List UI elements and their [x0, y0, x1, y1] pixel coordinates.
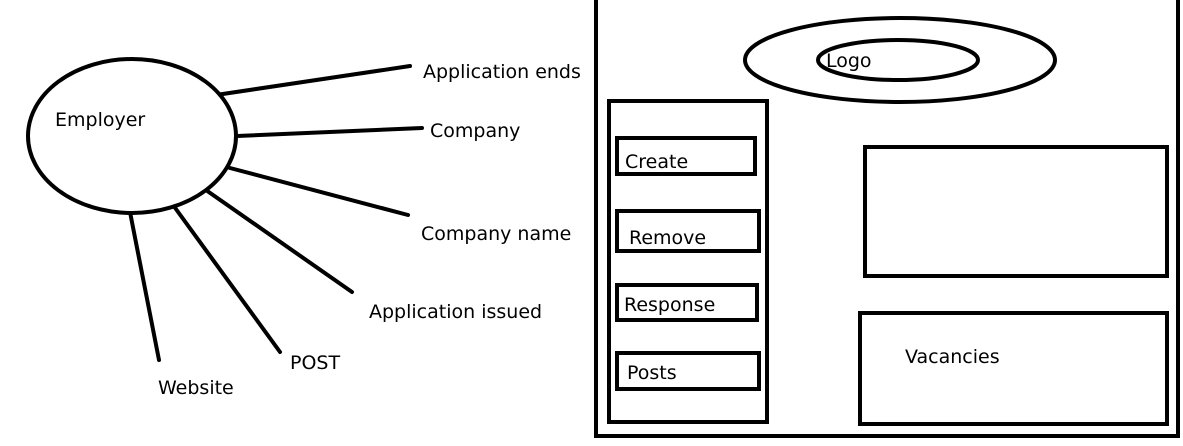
sidebar-panel	[607, 99, 769, 424]
vacancies-label: Vacancies	[905, 346, 1000, 368]
menu-remove-button[interactable]	[615, 209, 761, 253]
logo-label: Logo	[826, 50, 872, 72]
attribute-post: POST	[290, 352, 340, 374]
page-wireframe	[594, 0, 1180, 438]
menu-posts-label: Posts	[627, 362, 677, 384]
connector-application-issued	[201, 186, 354, 294]
employer-ellipse	[26, 57, 238, 215]
attribute-website: Website	[158, 377, 234, 399]
connector-company-name	[228, 166, 410, 217]
logo-outer-ellipse	[743, 16, 1057, 104]
attribute-company-name: Company name	[421, 223, 571, 245]
menu-create-label: Create	[625, 151, 688, 173]
menu-posts-button[interactable]	[615, 351, 761, 391]
attribute-application-issued: Application issued	[369, 301, 542, 323]
menu-response-label: Response	[624, 294, 715, 316]
connector-company	[235, 126, 424, 138]
employer-label: Employer	[55, 109, 145, 131]
employer-labels: Employer Application ends Company Compan…	[55, 61, 581, 399]
page-frame	[594, 0, 1180, 438]
employer-entity-diagram	[26, 57, 424, 362]
menu-response-button[interactable]	[615, 283, 759, 322]
connector-post	[171, 203, 282, 354]
wireframe-labels: Logo Create Remove Response Posts Vacanc…	[624, 50, 1000, 384]
logo-inner-ellipse	[816, 38, 980, 82]
menu-create-button[interactable]	[615, 136, 757, 176]
connector-application-ends	[214, 64, 412, 97]
attribute-company: Company	[430, 120, 520, 142]
top-content-panel	[863, 145, 1169, 278]
menu-remove-label: Remove	[629, 227, 706, 249]
connector-website	[128, 210, 161, 362]
attribute-application-ends: Application ends	[423, 61, 581, 83]
vacancies-panel	[858, 311, 1169, 426]
